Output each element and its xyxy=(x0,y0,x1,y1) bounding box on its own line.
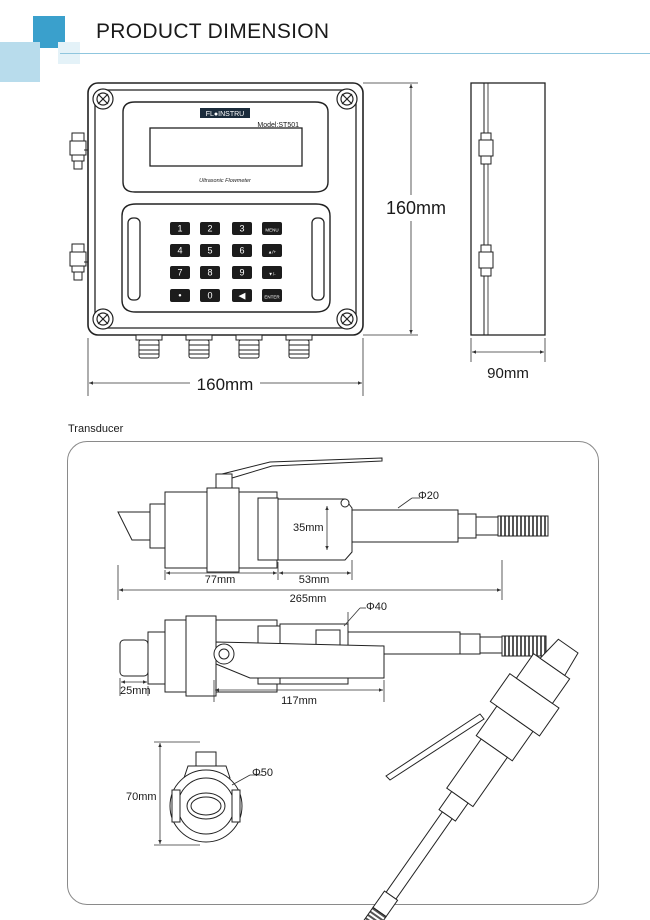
brand-logo-text: FL●INSTRU xyxy=(206,111,244,118)
left-latch-bottom xyxy=(69,243,90,281)
keypad-key-label: 4 xyxy=(177,246,182,256)
depth-dimension: 90mm xyxy=(487,365,529,382)
left-latch-top xyxy=(69,132,90,170)
keypad-key-label: ▲/+ xyxy=(268,250,277,255)
dim-117mm: 117mm xyxy=(281,695,317,707)
keypad-key xyxy=(262,266,282,279)
phi20-label: Φ20 xyxy=(418,490,439,502)
keypad-key xyxy=(232,244,252,257)
keypad-key xyxy=(200,222,220,235)
header-accent-square-light xyxy=(0,42,40,82)
transducer-panel xyxy=(67,441,599,905)
lcd-window xyxy=(149,127,303,167)
phi50-label: Φ50 xyxy=(252,767,273,779)
transducer-front-view xyxy=(119,615,547,697)
dim-35mm: 35mm xyxy=(293,522,324,534)
keypad-key xyxy=(200,266,220,279)
corner-screws xyxy=(92,88,358,330)
meter-front-view xyxy=(69,82,364,359)
keypad-key-label: 5 xyxy=(207,246,212,256)
keypad-key-label: ▼/- xyxy=(268,272,276,277)
keypad-key-label: 8 xyxy=(207,268,212,278)
dim-53mm: 53mm xyxy=(299,574,330,586)
keypad-key xyxy=(200,244,220,257)
keypad-bezel xyxy=(121,203,331,313)
transducer-top-view xyxy=(117,457,549,573)
keypad-key-label: 0 xyxy=(207,291,212,301)
side-hinge-top xyxy=(478,132,494,165)
page-title: PRODUCT DIMENSION xyxy=(96,20,330,43)
keypad-key xyxy=(170,244,190,257)
title-divider xyxy=(60,53,650,54)
keypad-key xyxy=(170,222,190,235)
keypad-key-label: 9 xyxy=(239,268,244,278)
dim-70mm: 70mm xyxy=(126,791,157,803)
dim-25mm: 25mm xyxy=(120,685,151,697)
meter-subtitle: Ultrasonic Flowmeter xyxy=(199,178,252,184)
keypad-key xyxy=(232,289,252,302)
transducer-section-label: Transducer xyxy=(68,423,124,435)
brand-badge xyxy=(200,108,250,118)
width-dimension: 160mm xyxy=(197,375,254,394)
keypad-key xyxy=(170,289,190,302)
model-label: Model:ST501 xyxy=(257,122,299,129)
keypad-key xyxy=(262,289,282,302)
keypad-key-label: 3 xyxy=(239,224,244,234)
transducer-isometric-view xyxy=(351,638,579,920)
keypad-key xyxy=(262,222,282,235)
height-dimension: 160mm xyxy=(386,198,446,218)
keypad-key-label: ENTER xyxy=(264,295,280,300)
keypad-key xyxy=(200,289,220,302)
keypad-key-label: 6 xyxy=(239,246,244,256)
keypad-key xyxy=(170,266,190,279)
keypad-key-label: 1 xyxy=(177,224,182,234)
keypad-key-label: MENU xyxy=(265,228,278,233)
dim-265mm: 265mm xyxy=(290,593,327,605)
keypad-key xyxy=(232,266,252,279)
keypad-key-label: 2 xyxy=(207,224,212,234)
dim-77mm: 77mm xyxy=(205,574,236,586)
keypad-key-label: • xyxy=(178,291,181,301)
keypad-key xyxy=(232,222,252,235)
keypad-key xyxy=(262,244,282,257)
transducer-end-view xyxy=(169,751,243,843)
keypad-key-label: ◀ xyxy=(239,291,246,301)
meter-side-view xyxy=(470,82,546,336)
keypad-key-label: 7 xyxy=(177,268,182,278)
phi40-label: Φ40 xyxy=(366,601,387,613)
keypad: 1 2 3 MENU 4 5 6 ▲/+ 7 8 9 ▼/- • 0 ◀ ENTER xyxy=(170,222,282,302)
cable-glands xyxy=(135,334,313,359)
side-hinge-bottom xyxy=(478,244,494,277)
